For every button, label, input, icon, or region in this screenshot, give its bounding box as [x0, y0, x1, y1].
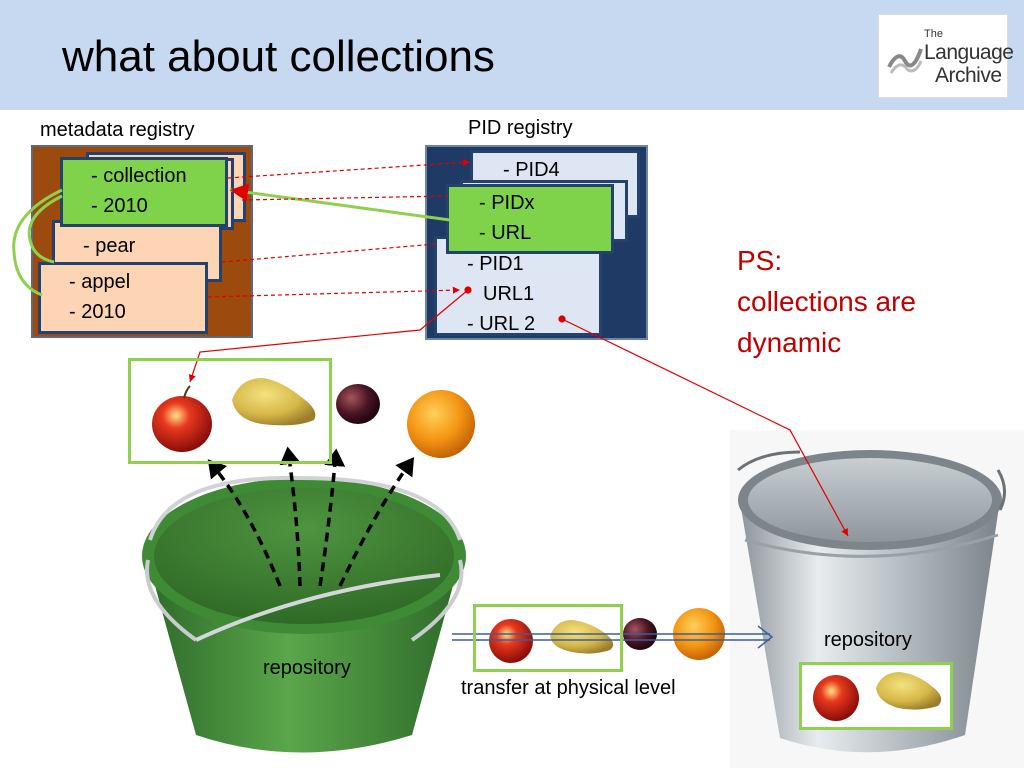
ps-note-line: PS:	[737, 245, 783, 276]
record-line: - pear	[83, 235, 136, 257]
metadata-record-collection[interactable]: - collection - 2010	[60, 157, 228, 227]
logo-line-archive: Archive	[935, 64, 1002, 87]
record-line: - collection	[91, 165, 187, 187]
transfer-collection-box	[473, 604, 623, 672]
ps-note-line: collections are	[737, 286, 916, 317]
collection-box	[128, 358, 332, 464]
repository-collection-box	[799, 662, 953, 730]
metadata-registry-label: metadata registry	[40, 119, 195, 141]
url-resolution-links	[188, 286, 849, 537]
wave-icon	[887, 48, 923, 74]
slide-title: what about collections	[62, 32, 495, 81]
record-line: - PIDx	[479, 192, 535, 214]
logo-line-the: The	[924, 28, 943, 40]
record-line: - appel	[69, 271, 131, 293]
transfer-arrow	[452, 625, 774, 649]
pid-registry-label: PID registry	[468, 117, 573, 139]
record-line: - URL 2	[467, 313, 536, 335]
language-archive-logo: The Language Archive	[878, 14, 1014, 98]
repository-fruits	[802, 662, 950, 730]
ps-note-line: dynamic	[737, 327, 842, 358]
pid-record-pidx[interactable]: - PIDx - URL	[446, 184, 614, 254]
metadata-pid-links	[207, 158, 471, 298]
green-bucket	[142, 475, 466, 753]
collection-fruits	[152, 370, 475, 458]
collection-membership-brackets	[12, 188, 63, 297]
logo-line-language: Language	[924, 41, 1014, 64]
slide-header	[0, 0, 1024, 110]
record-line: - PID4	[503, 159, 560, 181]
record-line: - 2010	[91, 195, 148, 217]
transfer-label: transfer at physical level	[461, 677, 676, 699]
ps-note: PS: collections are dynamic	[737, 240, 916, 363]
metadata-record-appel[interactable]: - appel - 2010	[38, 262, 208, 334]
retrieval-arrows	[207, 446, 415, 587]
right-repository-label: repository	[824, 629, 912, 651]
record-line: URL1	[483, 283, 535, 305]
collection-pid-link	[229, 183, 451, 222]
record-line: - PID1	[467, 253, 524, 275]
record-line: - 2010	[69, 301, 126, 323]
record-line: - URL	[479, 222, 532, 244]
left-repository-label: repository	[263, 657, 351, 679]
